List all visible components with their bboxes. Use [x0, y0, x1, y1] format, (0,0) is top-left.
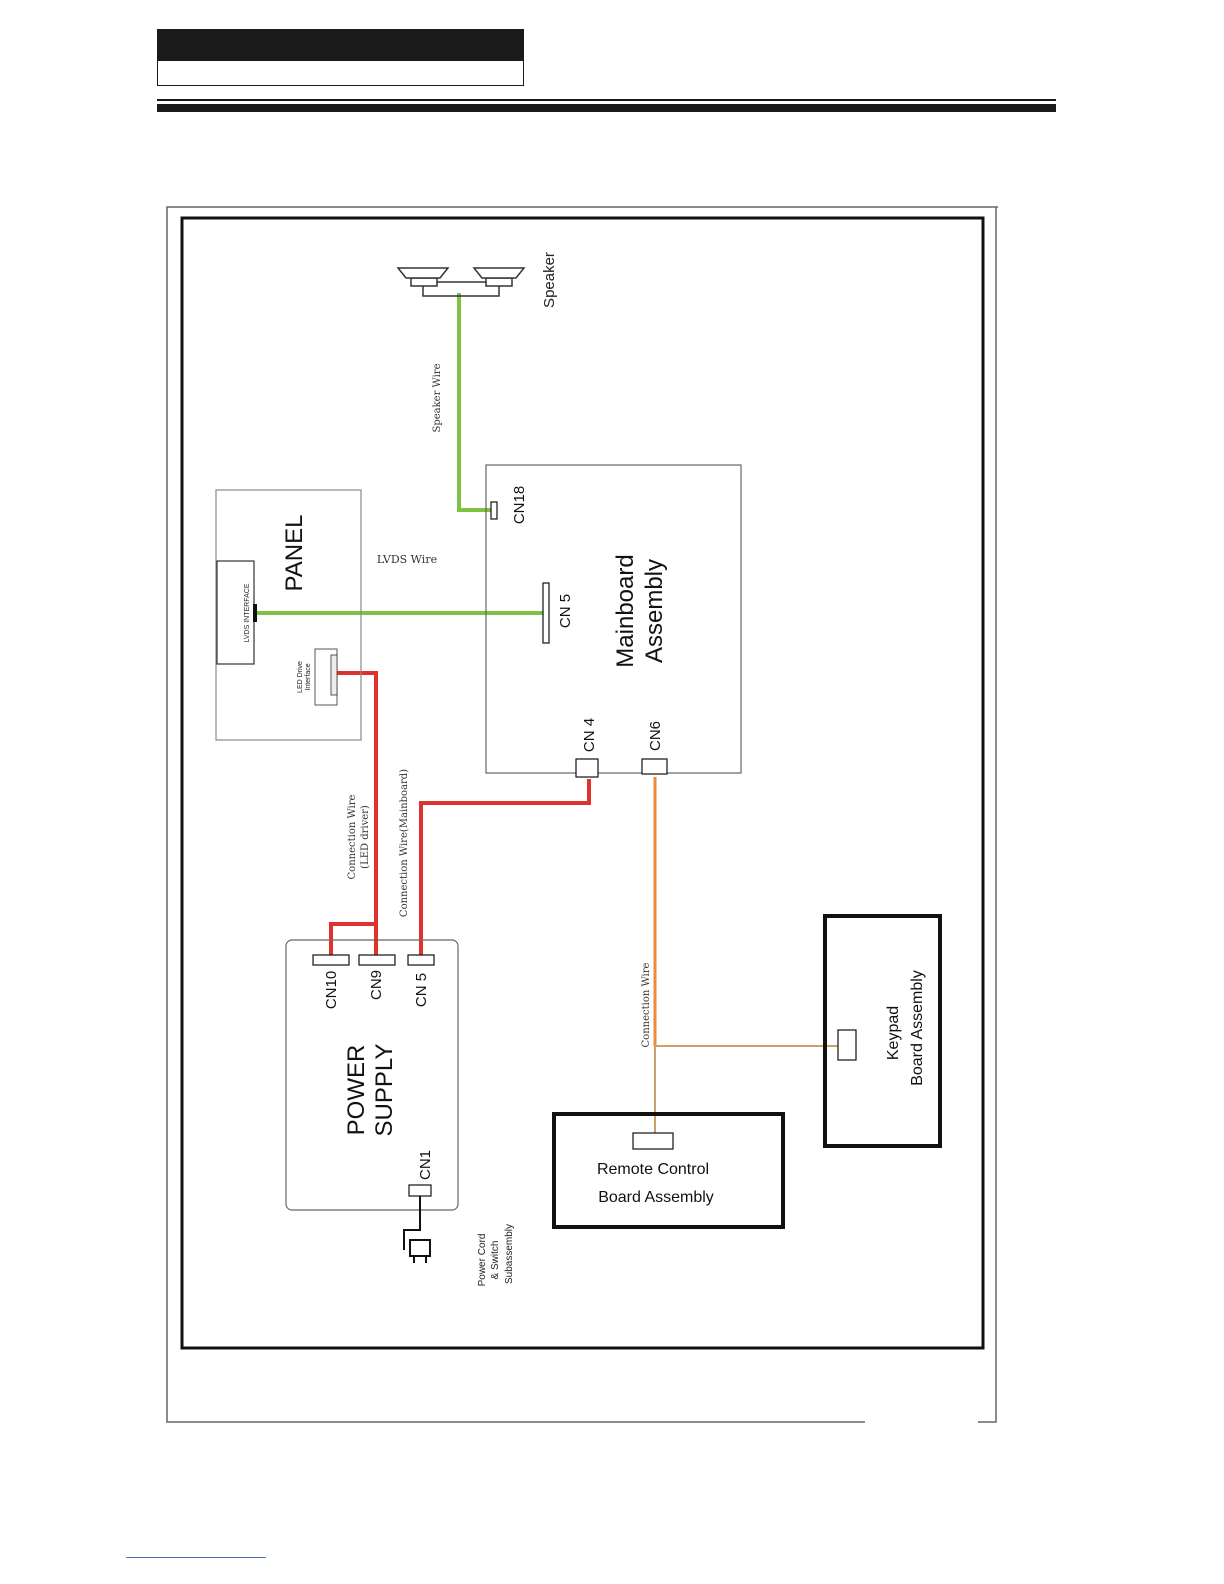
cn9-label: CN9: [368, 970, 385, 1000]
cn6-connector: [642, 759, 667, 774]
panel-label: PANEL: [281, 515, 308, 592]
remote-connector: [633, 1133, 673, 1149]
cn4-connector: [576, 759, 598, 777]
outer-frame: [167, 207, 998, 1422]
cn5-power-label: CN 5: [413, 973, 430, 1007]
conn-wire-main-label: Connection Wire(Mainboard): [399, 769, 410, 917]
speaker-icon: [398, 268, 524, 296]
cn1-connector: [409, 1185, 431, 1196]
led-drive-label-2: Interface: [305, 663, 312, 690]
speaker-label: Speaker: [541, 252, 558, 308]
cn5-main-label: CN 5: [557, 594, 574, 628]
mainboard-label-1: Mainboard: [612, 554, 639, 667]
speaker-wire-label: Speaker Wire: [432, 363, 443, 432]
cn10-label: CN10: [323, 971, 340, 1009]
cn5-main-connector: [543, 583, 549, 643]
power-cord-label-3: Subassembly: [504, 1224, 515, 1284]
keypad-label-1: Keypad: [885, 1006, 902, 1060]
cn1-label: CN1: [417, 1150, 434, 1180]
lvds-interface-connector: [253, 604, 257, 622]
cn10-connector: [313, 955, 349, 965]
led-drive-connector: [331, 655, 337, 695]
tan-wire-line: [655, 1046, 838, 1133]
keypad-label-2: Board Assembly: [909, 970, 926, 1086]
cn4-label: CN 4: [581, 718, 598, 752]
mainboard-wire-line: [421, 779, 589, 958]
conn-wire-led-label-2: (LED driver): [360, 805, 371, 869]
cn9-connector: [359, 955, 395, 965]
lvds-interface-label: LVDS INTERFACE: [244, 583, 251, 642]
cn6-label: CN6: [647, 721, 664, 751]
cn5-power-connector: [408, 955, 434, 965]
power-label-1: POWER: [343, 1045, 370, 1136]
conn-wire-label: Connection Wire: [641, 962, 652, 1047]
conn-wire-led-label-1: Connection Wire: [347, 794, 358, 879]
remote-label-2: Board Assembly: [598, 1189, 714, 1206]
power-cord-label-2: & Switch: [490, 1241, 501, 1280]
power-plug-icon: [404, 1196, 430, 1263]
remote-label-1: Remote Control: [597, 1161, 709, 1178]
cn18-label: CN18: [511, 486, 528, 524]
inner-frame: [182, 218, 983, 1348]
led-drive-label-1: LED Drive: [297, 661, 304, 693]
speaker-wire-line: [459, 293, 493, 510]
power-cord-label-1: Power Cord: [477, 1234, 488, 1287]
power-label-2: SUPPLY: [371, 1044, 398, 1137]
cn18-connector: [491, 502, 497, 519]
keypad-connector: [838, 1030, 856, 1060]
mainboard-label-2: Assembly: [641, 559, 668, 663]
lvds-wire-label: LVDS Wire: [377, 553, 437, 566]
